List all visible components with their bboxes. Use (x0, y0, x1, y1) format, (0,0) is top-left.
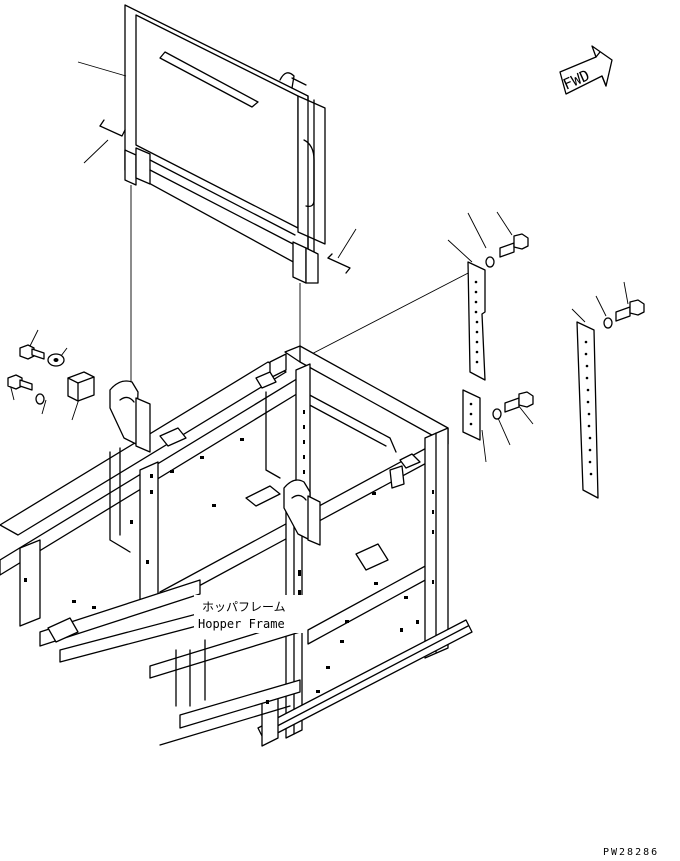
hopper-cover (99, 4, 351, 284)
label-en: Hopper Frame (198, 617, 285, 631)
hopper-frame (0, 345, 473, 747)
hopper-frame-label: ホッパフレーム Hopper Frame (194, 595, 304, 633)
drawing-code: PW28286 (603, 847, 659, 858)
left-fasteners (7, 344, 95, 405)
upper-plate (467, 261, 486, 381)
lower-plate (462, 389, 481, 441)
label-jp: ホッパフレーム (202, 600, 286, 614)
right-fasteners (485, 233, 645, 420)
long-plate (576, 321, 599, 499)
fwd-arrow: FWD (559, 45, 613, 95)
